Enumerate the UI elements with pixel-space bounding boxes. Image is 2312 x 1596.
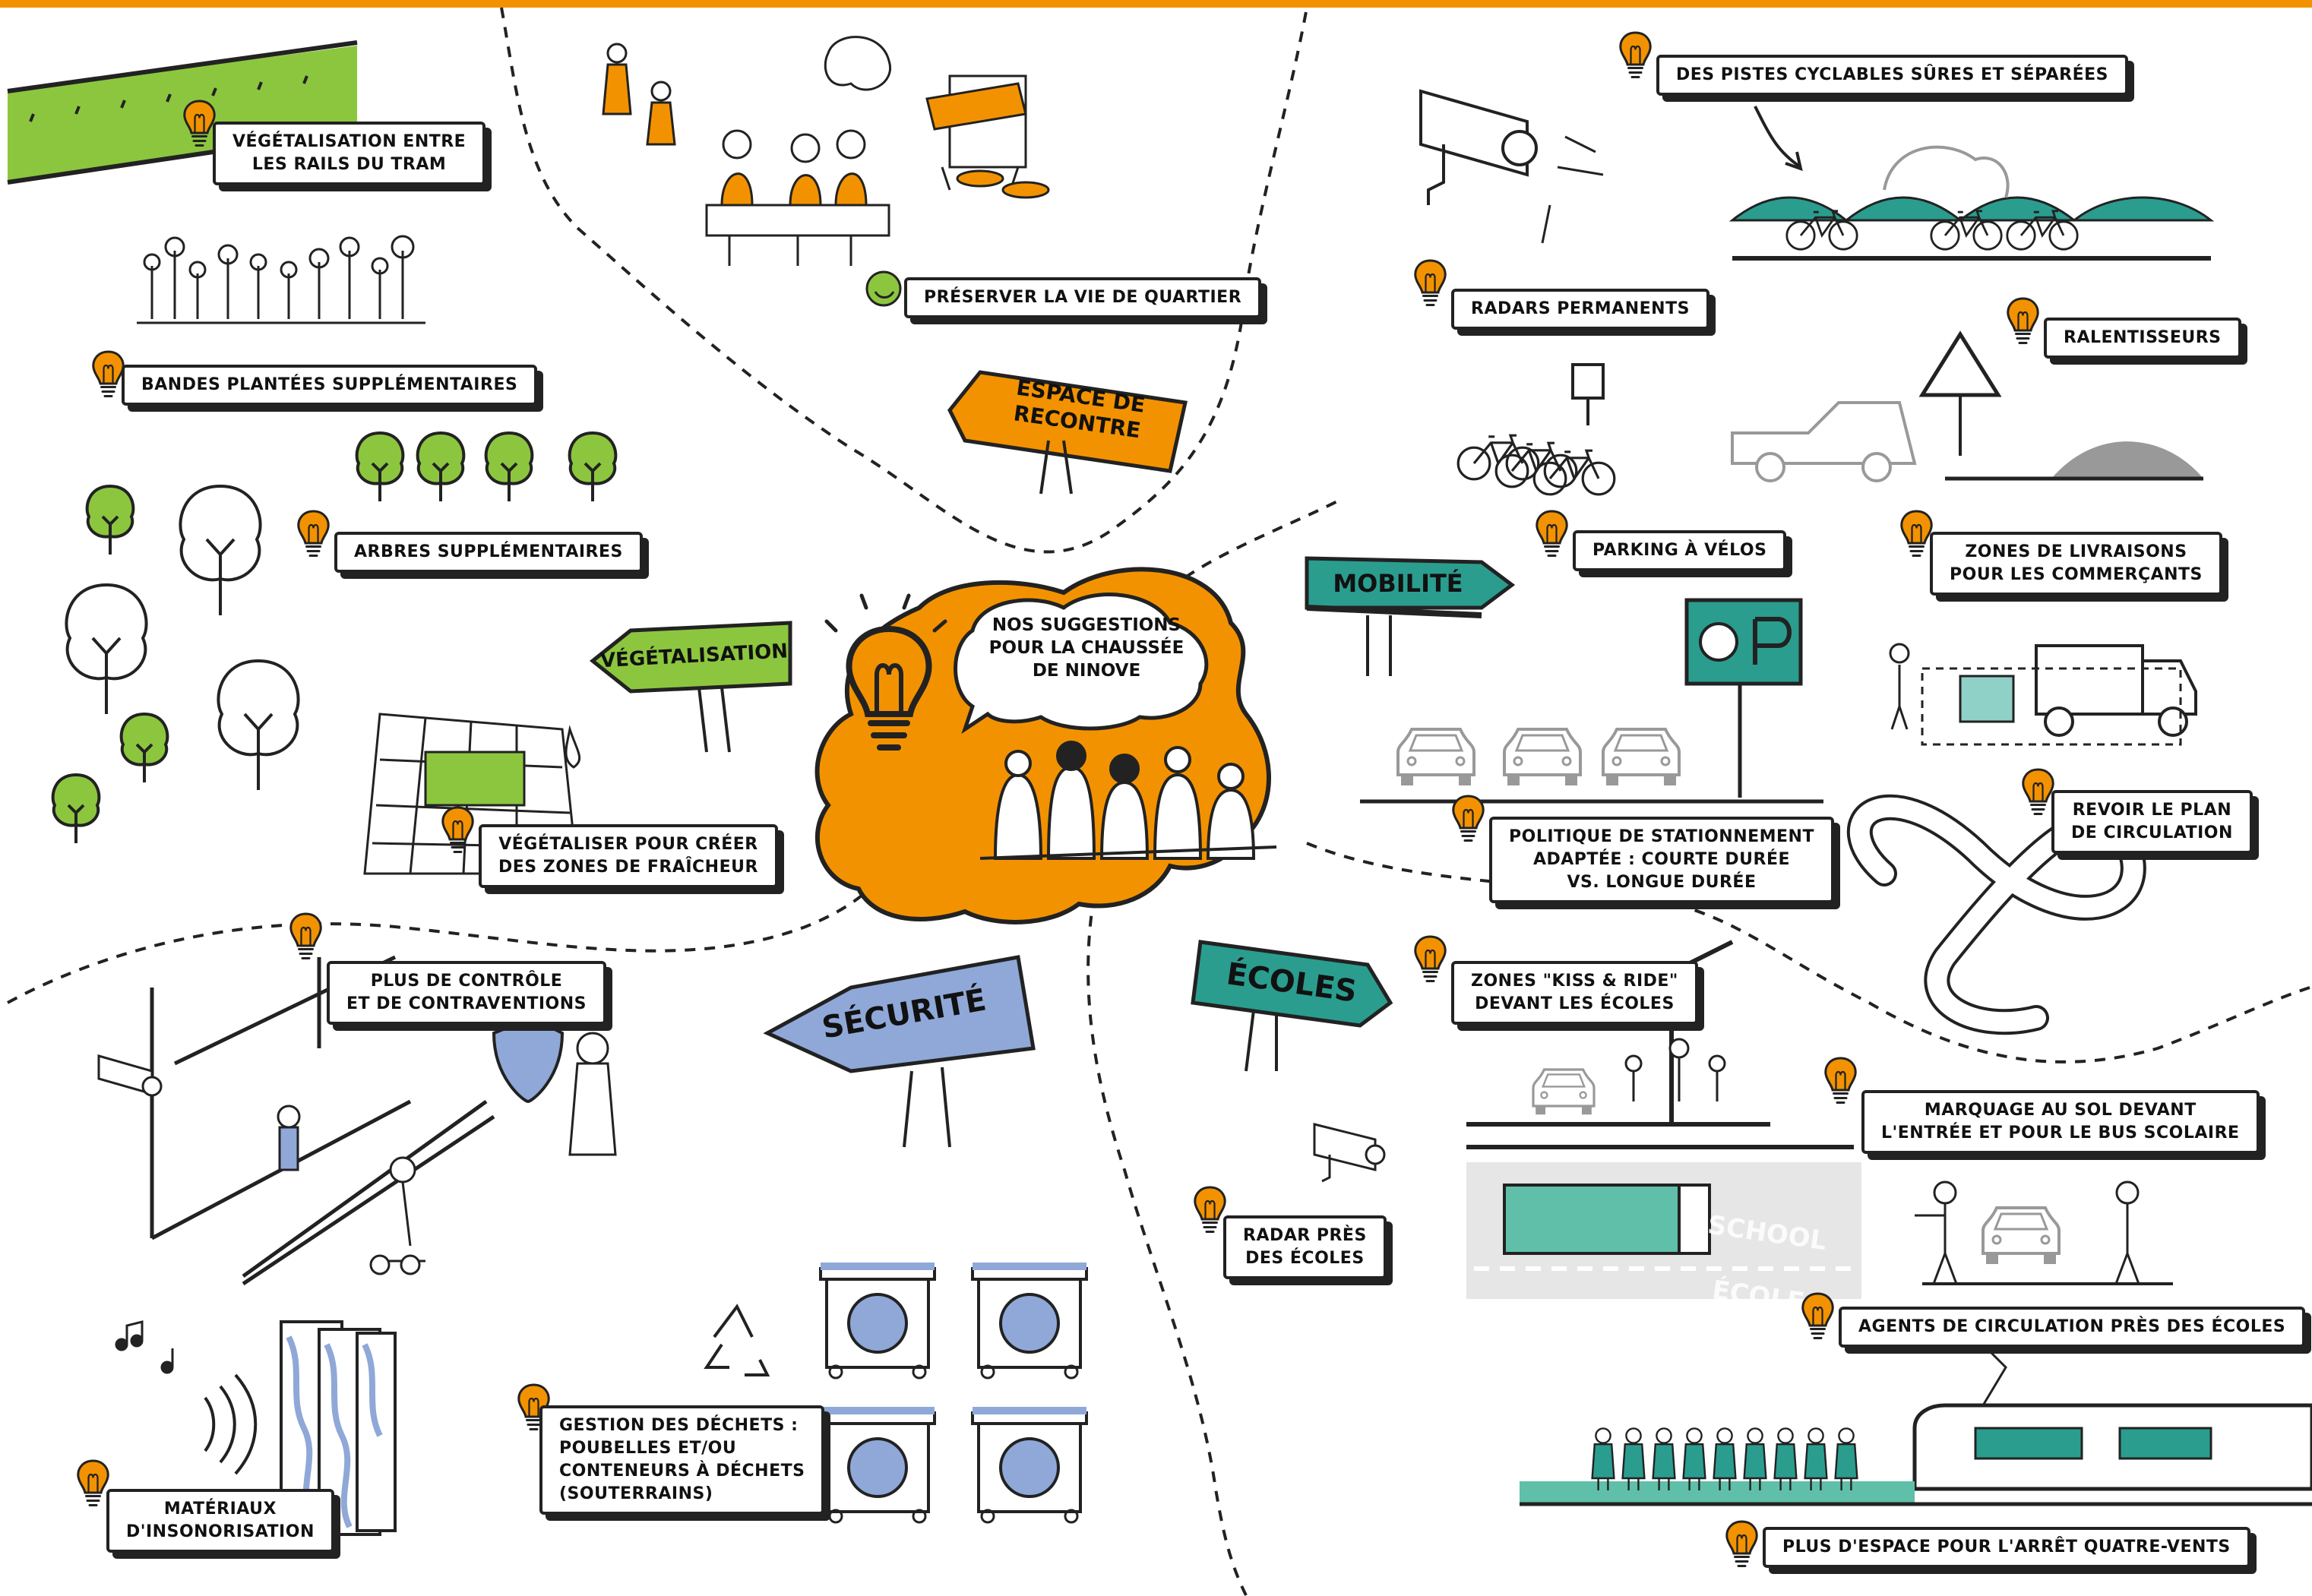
label-tram-rails: Végétalisation entre les rails du tram xyxy=(213,122,486,185)
warning-sign-icon xyxy=(1918,330,2002,397)
trash-bin-icon xyxy=(819,1261,936,1380)
label-zones-livraisons: Zones de livraisons pour les commerçants xyxy=(1930,532,2222,596)
label-pistes-cyclables: Des pistes cyclables sûres et séparées xyxy=(1656,55,2129,96)
road-marking-line-school: SCHOOL xyxy=(1706,1209,1829,1257)
zone-boundaries xyxy=(7,7,2310,1596)
tree-icon xyxy=(355,431,405,503)
label-ralentisseurs: Ralentisseurs xyxy=(2044,318,2241,359)
top-accent-bar xyxy=(0,0,2312,8)
truck-icon xyxy=(2035,644,2144,716)
recycle-icon xyxy=(704,1304,770,1376)
music-note-icon xyxy=(115,1320,174,1374)
label-insonorisation: Matériaux d'insonorisation xyxy=(106,1489,334,1553)
label-stationnement: Politique de stationnement adaptée : cou… xyxy=(1489,817,1834,903)
label-parking-velos: Parking à vélos xyxy=(1573,530,1787,571)
label-controle: Plus de contrôle et de contraventions xyxy=(327,961,607,1025)
central-title: Nos suggestions pour la chaussée de Nino… xyxy=(988,615,1184,681)
label-vie-de-quartier: Préserver la vie de quartier xyxy=(904,277,1262,318)
sign-mobilite: Mobilité xyxy=(1333,569,1463,598)
label-kiss-ride: Zones "Kiss & Ride" devant les écoles xyxy=(1451,961,1698,1025)
label-arret-quatre-vents: Plus d'espace pour l'arrêt Quatre-Vents xyxy=(1763,1527,2250,1568)
label-radar-ecoles: Radar près des écoles xyxy=(1223,1215,1387,1279)
label-agents-circulation: Agents de circulation près des écoles xyxy=(1839,1307,2306,1348)
speech-bubble xyxy=(954,593,1209,735)
road-marking-school: SCHOOL ÉCOLE xyxy=(1668,1174,1856,1356)
shield-icon xyxy=(492,1016,565,1104)
label-plan-circulation: Revoir le plan de circulation xyxy=(2051,790,2253,854)
label-gestion-dechets: Gestion des déchets : poubelles et/ou co… xyxy=(539,1405,825,1515)
label-radars-permanents: Radars permanents xyxy=(1451,289,1709,330)
road-marking-line-ecole: ÉCOLE xyxy=(1709,1275,1807,1318)
camera-icon xyxy=(1419,89,1538,205)
smiley-icon xyxy=(865,270,902,307)
label-marquage-sol: Marquage au sol devant l'entrée et pour … xyxy=(1861,1090,2260,1154)
label-arbres: Arbres supplémentaires xyxy=(334,532,643,573)
label-zones-fraicheur: Végétaliser pour créer des zones de fraî… xyxy=(479,824,778,888)
label-bandes-plantees: Bandes plantées supplémentaires xyxy=(122,365,538,406)
tram-icon xyxy=(1912,1403,2312,1491)
